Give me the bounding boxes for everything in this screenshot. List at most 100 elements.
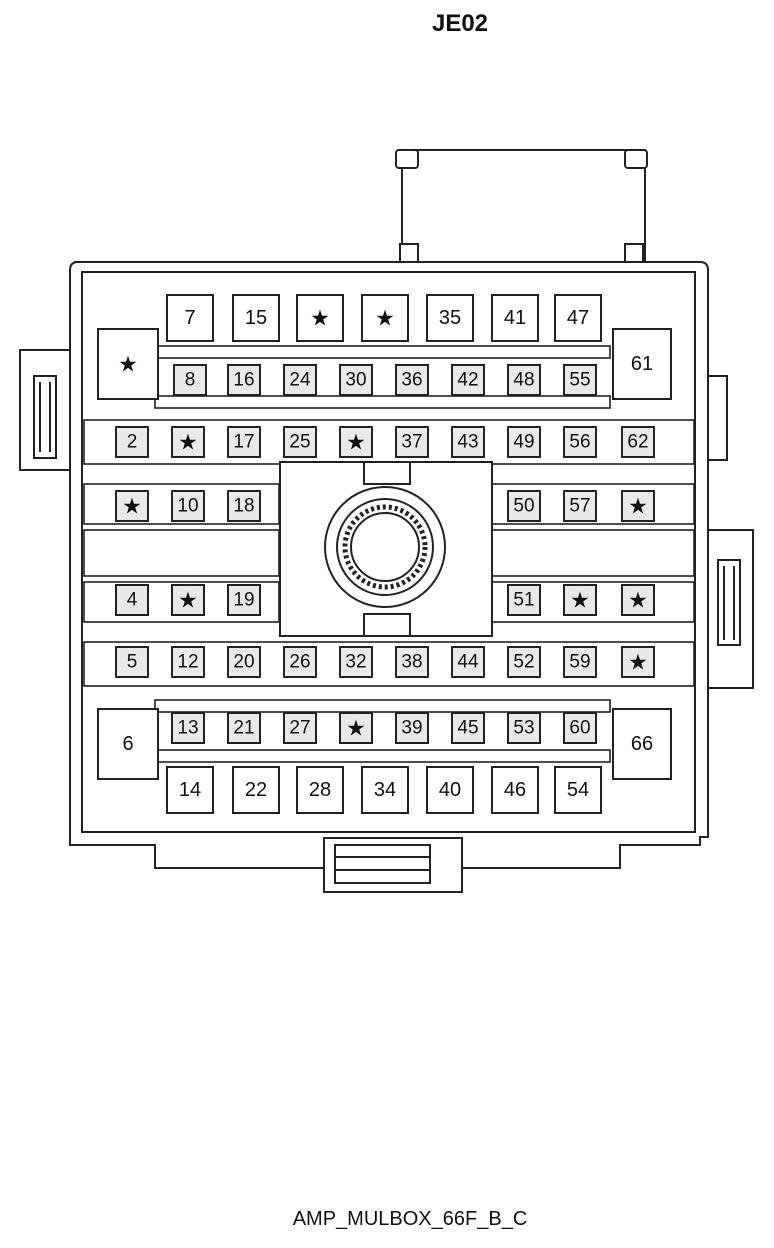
cavity-outline (554, 766, 602, 814)
cavity-26: 26 (283, 646, 317, 678)
cavity-17: 17 (227, 426, 261, 458)
right-upper-clip (708, 375, 728, 461)
cavity-plugged: ★ (115, 490, 149, 522)
cavity-35: 35 (426, 294, 474, 342)
cavity-outline (612, 708, 672, 780)
cavity-outline (171, 712, 205, 744)
cavity-outline (166, 294, 214, 342)
cavity-label: 50 (513, 496, 534, 517)
cavity-label: 18 (233, 496, 254, 517)
cavity-label: 54 (567, 779, 589, 801)
cavity-outline (171, 584, 205, 616)
cavity-label: 32 (345, 652, 366, 673)
cavity-label: 43 (457, 432, 478, 453)
cavity-outline (283, 646, 317, 678)
cavity-outline (171, 426, 205, 458)
cavity-outline (97, 328, 159, 400)
cavity-45: 45 (451, 712, 485, 744)
cavity-label: 27 (289, 718, 310, 739)
cavity-plugged: ★ (339, 712, 373, 744)
cavity-label: 48 (513, 370, 534, 391)
cavity-2: 2 (115, 426, 149, 458)
cavity-label: 17 (233, 432, 254, 453)
cavity-outline (507, 426, 541, 458)
cavity-plugged: ★ (296, 294, 344, 342)
cavity-outline (166, 766, 214, 814)
cavity-plugged: ★ (563, 584, 597, 616)
cavity-outline (395, 646, 429, 678)
cavity-label: 45 (457, 718, 478, 739)
cavity-label: 44 (457, 652, 479, 673)
cavity-outline (339, 364, 373, 396)
cavity-60: 60 (563, 712, 597, 744)
cavity-outline (491, 766, 539, 814)
cavity-outline (507, 364, 541, 396)
cavity-outline (361, 294, 409, 342)
corner-cavity-top-right: 61 (612, 328, 672, 400)
cavity-outline (395, 712, 429, 744)
cavity-outline (296, 294, 344, 342)
cavity-outline (227, 426, 261, 458)
cavity-label: 5 (127, 652, 138, 673)
top-latch-right-foot (624, 243, 644, 263)
cavity-5: 5 (115, 646, 149, 678)
cavity-43: 43 (451, 426, 485, 458)
cavity-label: 37 (401, 432, 422, 453)
cavity-4: 4 (115, 584, 149, 616)
cavity-20: 20 (227, 646, 261, 678)
connector-part-name: AMP_MULBOX_66F_B_C (292, 1208, 528, 1230)
cavity-label: 38 (401, 652, 422, 673)
cavity-53: 53 (507, 712, 541, 744)
cavity-label: 35 (439, 307, 461, 329)
cavity-outline (426, 766, 474, 814)
housing-inner (81, 271, 696, 833)
cavity-48: 48 (507, 364, 541, 396)
bottom-latch (323, 838, 463, 893)
cavity-7: 7 (166, 294, 214, 342)
cavity-outline (563, 490, 597, 522)
cavity-plugged: ★ (171, 426, 205, 458)
cavity-label: ★ (375, 306, 395, 331)
cavity-49: 49 (507, 426, 541, 458)
left-side-clip (19, 349, 70, 471)
cavity-outline (339, 712, 373, 744)
cavity-14: 14 (166, 766, 214, 814)
cavity-outline (451, 646, 485, 678)
cavity-outline (563, 646, 597, 678)
cavity-label: 4 (127, 590, 138, 611)
cavity-label: 55 (569, 370, 590, 391)
cavity-outline (339, 646, 373, 678)
cavity-label: 47 (567, 307, 589, 329)
cavity-label: 12 (177, 652, 198, 673)
connector-title: JE02 (431, 10, 489, 37)
cavity-32: 32 (339, 646, 373, 678)
cavity-label: 39 (401, 718, 422, 739)
cavity-outline (171, 646, 205, 678)
cavity-outline (115, 490, 149, 522)
cavity-label: ★ (346, 716, 366, 741)
cavity-outline (507, 490, 541, 522)
right-lower-clip (708, 529, 754, 689)
cavity-outline (621, 584, 655, 616)
cavity-label: 56 (569, 432, 590, 453)
cavity-outline (563, 364, 597, 396)
cavity-label: 15 (245, 307, 267, 329)
cavity-label: 16 (233, 370, 254, 391)
top-latch-right-post (624, 149, 648, 169)
cavity-label: 26 (289, 652, 310, 673)
cavity-46: 46 (491, 766, 539, 814)
cavity-label: ★ (628, 494, 648, 519)
cavity-label: ★ (346, 430, 366, 455)
cavity-outline (395, 364, 429, 396)
cavity-outline (227, 646, 261, 678)
cavity-19: 19 (227, 584, 261, 616)
cavity-label: 66 (631, 733, 653, 755)
cavity-38: 38 (395, 646, 429, 678)
cavity-40: 40 (426, 766, 474, 814)
cavity-label: 24 (289, 370, 311, 391)
cavity-54: 54 (554, 766, 602, 814)
cavity-outline (227, 490, 261, 522)
cavity-12: 12 (171, 646, 205, 678)
cavity-56: 56 (563, 426, 597, 458)
